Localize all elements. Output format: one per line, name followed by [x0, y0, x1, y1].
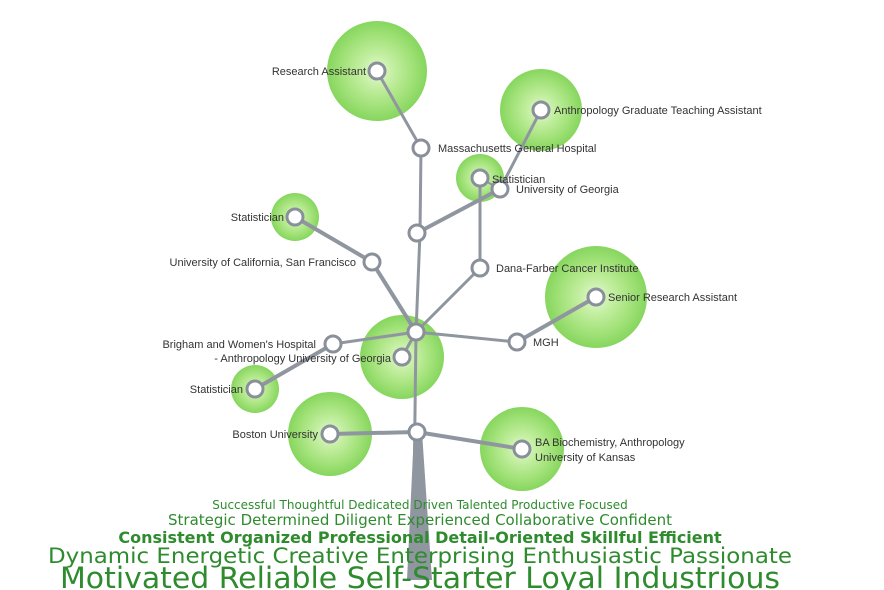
- label-brigham: Brigham and Women's Hospital: [162, 339, 316, 351]
- branch-ba-biochem: [415, 430, 524, 451]
- branch-research-assistant: [375, 69, 423, 150]
- branch-statistician-ucsf: [293, 215, 374, 264]
- label-anthropology-gta: Anthropology Graduate Teaching Assistant: [554, 105, 762, 117]
- node-brigham[interactable]: [323, 334, 343, 354]
- branch-dana-farber: [414, 266, 482, 334]
- label-statistician-bwh: Statistician: [190, 384, 243, 396]
- node-senior-research-assistant[interactable]: [586, 287, 606, 307]
- node-anthropology-uga[interactable]: [392, 347, 412, 367]
- label-mgh: MGH: [533, 337, 559, 349]
- node-ucsf[interactable]: [362, 252, 382, 272]
- node-statistician-ucsf[interactable]: [285, 207, 305, 227]
- trait-row-1: Successful Thoughtful Dedicated Driven T…: [212, 498, 628, 512]
- branch-mgh: [414, 330, 519, 344]
- node-university-of-georgia[interactable]: [490, 179, 510, 199]
- branch-statistician-bwh: [253, 342, 335, 391]
- label-senior-research-assistant: Senior Research Assistant: [608, 292, 737, 304]
- label-anthropology-uga: - Anthropology University of Georgia: [214, 353, 392, 365]
- label-statistician-ucsf: Statistician: [231, 212, 284, 224]
- node-research-assistant[interactable]: [367, 61, 387, 81]
- branch-senior-ra: [515, 295, 598, 344]
- node-statistician-uga[interactable]: [470, 168, 490, 188]
- label-ucsf: University of California, San Francisco: [170, 257, 356, 269]
- trait-row-5: Motivated Reliable Self-Starter Loyal In…: [60, 561, 780, 590]
- node-fork-center: [406, 322, 426, 342]
- branch-boston-university: [328, 430, 419, 436]
- node-statistician-bwh[interactable]: [245, 379, 265, 399]
- label-boston-university: Boston University: [232, 429, 318, 441]
- branch-layer: [253, 69, 598, 580]
- trait-row-2: Strategic Determined Diligent Experience…: [168, 511, 672, 529]
- halo-layer: [231, 21, 647, 491]
- node-ba-biochem[interactable]: [512, 439, 532, 459]
- trait-row-4: Dynamic Energetic Creative Enterprising …: [48, 544, 792, 568]
- node-dana-farber[interactable]: [470, 258, 490, 278]
- label-research-assistant: Research Assistant: [272, 66, 366, 78]
- branch-anthropology-gta: [498, 108, 543, 191]
- node-mass-general[interactable]: [411, 138, 431, 158]
- node-boston-university[interactable]: [320, 424, 340, 444]
- node-anthropology-gta[interactable]: [531, 100, 551, 120]
- node-layer: [245, 61, 606, 459]
- trait-word-cloud: Successful Thoughtful Dedicated Driven T…: [48, 498, 792, 590]
- branch-brigham: [331, 330, 418, 346]
- label-mass-general: Massachusetts General Hospital: [438, 143, 596, 155]
- label-layer: Research Assistant Anthropology Graduate…: [162, 66, 761, 464]
- label-university-of-georgia: University of Georgia: [516, 184, 620, 196]
- label-statistician-uga: Statistician: [492, 174, 545, 186]
- node-fork-lower: [407, 422, 427, 442]
- trait-row-3: Consistent Organized Professional Detail…: [118, 528, 722, 547]
- label-ba-biochem: BA Biochemistry, Anthropology: [535, 437, 685, 449]
- branch-ucsf: [370, 260, 418, 334]
- trunk-base: [407, 432, 432, 580]
- node-mgh[interactable]: [507, 332, 527, 352]
- node-fork-upper: [407, 223, 427, 243]
- label-ba-biochem-school: University of Kansas: [535, 452, 636, 464]
- branch-uga-fork: [415, 187, 502, 235]
- label-dana-farber: Dana-Farber Cancer Institute: [496, 263, 638, 275]
